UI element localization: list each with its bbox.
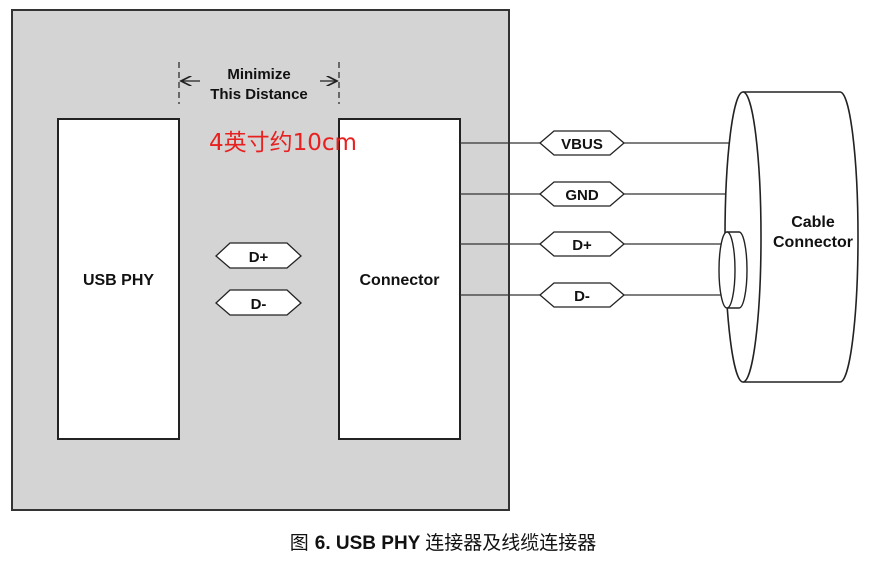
caption-text: 连接器及线缆连接器 [425, 532, 597, 554]
cable-signal-dplus: D+ [539, 231, 625, 257]
cable-signal-gnd: GND [539, 181, 625, 207]
cable-signal-vbus: VBUS [539, 130, 625, 156]
connector-label: Connector [360, 272, 440, 289]
distance-annotation: Minimize This Distance [178, 62, 340, 104]
cable-signal-gnd-label: GND [565, 187, 599, 204]
annotation-line2: This Distance [210, 86, 308, 103]
internal-signal-dminus: D- [215, 289, 302, 316]
internal-signal-dplus-label: D+ [249, 249, 269, 266]
connector-block [338, 118, 461, 440]
caption-figure-number: 6. USB PHY [314, 533, 426, 554]
usb-phy-label: USB PHY [83, 272, 154, 289]
figure-caption: 图 6. USB PHY 连接器及线缆连接器 [0, 528, 886, 555]
cable-connector-label-line1: Cable [791, 214, 835, 231]
cable-signal-dplus-label: D+ [572, 237, 592, 254]
usb-phy-block [57, 118, 180, 440]
annotation-line1: Minimize [227, 66, 290, 83]
usb-phy-diagram: Minimize This Distance USB PHY Connector… [11, 9, 859, 511]
cable-signal-dminus-label: D- [574, 288, 590, 305]
internal-signal-dminus-label: D- [251, 296, 267, 313]
cable-signal-vbus-label: VBUS [561, 136, 603, 153]
cable-connector-label-line2: Connector [773, 234, 853, 251]
cable-connector: Cable Connector [718, 91, 859, 383]
handwritten-note: 4英寸约10cm [209, 130, 357, 156]
caption-prefix: 图 [289, 532, 315, 554]
cable-signal-dminus: D- [539, 282, 625, 308]
internal-signal-dplus: D+ [215, 242, 302, 269]
